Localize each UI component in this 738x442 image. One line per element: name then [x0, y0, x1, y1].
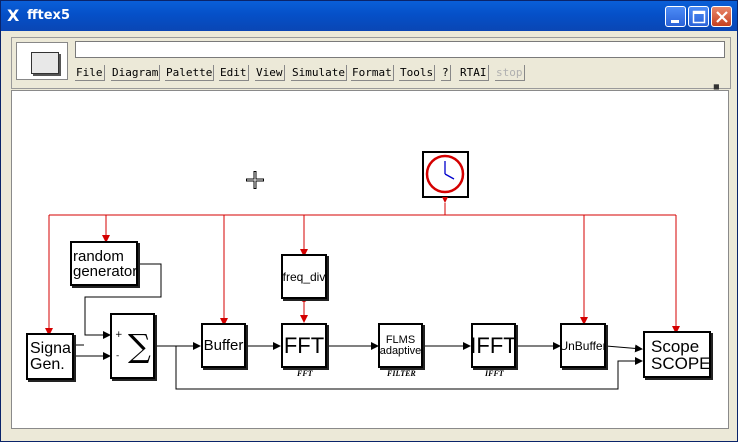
buffer-block[interactable]: Buffer: [201, 323, 246, 368]
minimize-icon: [671, 20, 679, 23]
menu-view[interactable]: View: [255, 65, 285, 81]
signal-gen-line2: Gen.: [30, 355, 65, 373]
signal-gen-line1: Signal: [30, 339, 74, 357]
minimize-button[interactable]: [665, 6, 686, 27]
close-button[interactable]: [711, 6, 732, 27]
signal-gen-block[interactable]: Signal Gen.: [26, 333, 74, 380]
crosshair-cursor-icon: [246, 171, 264, 189]
diagram-canvas[interactable]: Signal Gen. random generator + - ∑ Buffe…: [11, 90, 729, 429]
freq-div-block[interactable]: freq_div: [281, 254, 327, 299]
scope-line2: SCOPE: [651, 353, 711, 373]
random-generator-block[interactable]: random generator: [70, 241, 138, 286]
menu-rtai[interactable]: RTAI: [459, 65, 489, 81]
toolbar: File Diagram Palette Edit View Simulate …: [11, 37, 731, 89]
scope-line1: Scope: [651, 336, 700, 356]
command-input[interactable]: [75, 41, 725, 58]
flms-line1: FLMS: [385, 333, 416, 346]
data-links: [74, 263, 643, 390]
sigma-icon: ∑: [128, 327, 151, 365]
ifft-sublabel: IFFT: [485, 369, 504, 378]
menu-simulate[interactable]: Simulate: [291, 65, 347, 81]
ifft-label: IFFT: [471, 332, 516, 358]
ifft-block[interactable]: IFFT: [471, 323, 516, 368]
button-face-icon: [31, 52, 59, 74]
flms-line2: adaptive: [379, 344, 422, 357]
sum-plus-sign: +: [115, 330, 123, 340]
menu-format[interactable]: Format: [351, 65, 394, 81]
menu-palette[interactable]: Palette: [165, 65, 215, 81]
menu-stop[interactable]: stop: [495, 65, 525, 81]
diagram-links: [45, 151, 680, 390]
maximize-icon: [692, 10, 706, 24]
maximize-button[interactable]: [688, 6, 709, 27]
fft-label: FFT: [283, 332, 325, 358]
window-title: fftex5: [27, 8, 70, 23]
fft-block[interactable]: FFT: [281, 323, 327, 368]
unbuffer-label: UnBuffer: [560, 338, 606, 353]
menu-diagram[interactable]: Diagram: [111, 65, 161, 81]
filter-sublabel: FILTER: [387, 369, 416, 378]
close-icon: [716, 11, 728, 23]
x-logo-icon: X: [7, 6, 20, 25]
sum-minus-sign: -: [116, 351, 120, 361]
unbuffer-block[interactable]: UnBuffer: [560, 323, 606, 368]
resize-grip-icon[interactable]: ◼: [713, 82, 720, 91]
event-links: [45, 203, 680, 336]
flms-adaptive-filter-block[interactable]: FLMS adaptive: [378, 323, 423, 368]
menu-edit[interactable]: Edit: [219, 65, 249, 81]
random-gen-line1: random: [73, 247, 124, 265]
scope-block[interactable]: Scope SCOPE: [643, 331, 711, 378]
zoom-toolbar-button[interactable]: [16, 42, 68, 80]
clock-hand-icon: [444, 161, 455, 180]
menu-file[interactable]: File: [75, 65, 105, 81]
menu-tools[interactable]: Tools: [399, 65, 436, 81]
freq-div-label: freq_div: [282, 269, 326, 284]
menu-help[interactable]: ?: [441, 65, 451, 81]
sum-block[interactable]: + - ∑: [110, 313, 155, 379]
random-gen-line2: generator: [73, 262, 138, 280]
buffer-label: Buffer: [203, 337, 244, 354]
clock-block[interactable]: [422, 151, 469, 203]
fft-sublabel: FFT: [297, 369, 313, 378]
title-bar[interactable]: X fftex5: [1, 1, 737, 31]
